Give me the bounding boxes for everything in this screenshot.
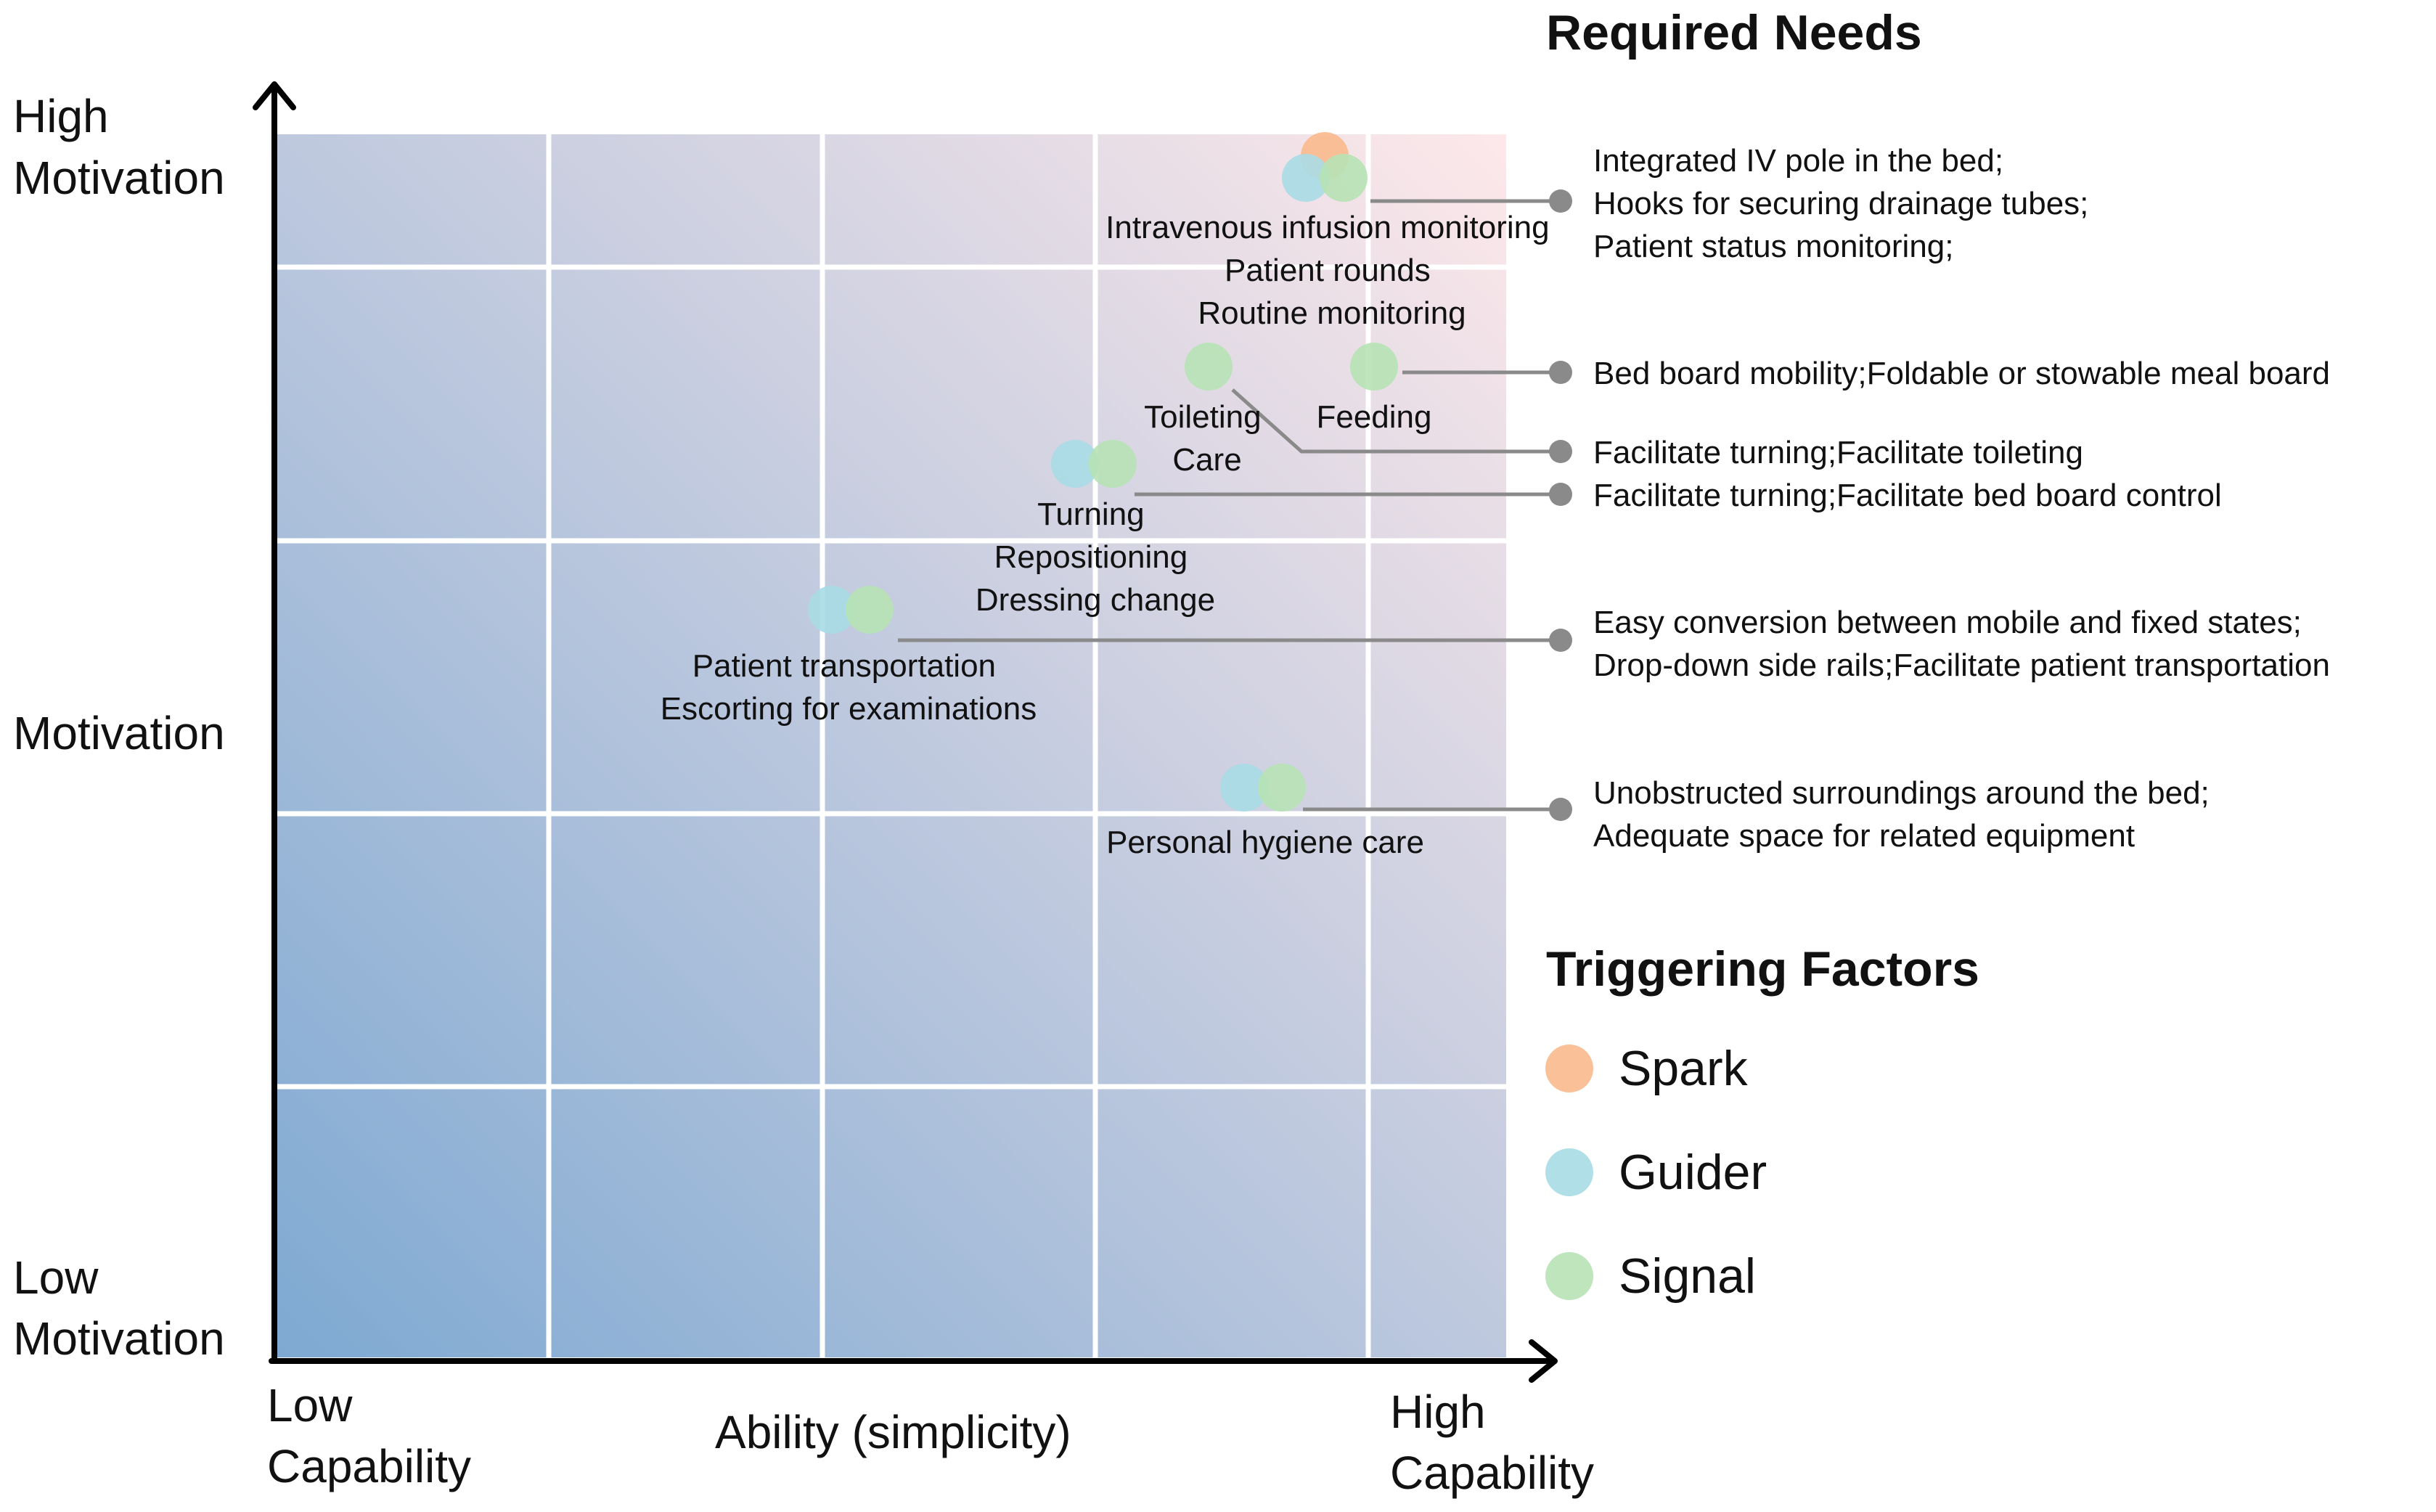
signal-dot [1350,343,1398,391]
guider-dot [1051,440,1099,488]
y-label-high: High Motivation [13,90,225,204]
need-text-feeding: Bed board mobility;Foldable or stowable … [1593,356,2330,391]
need-text-toilet: Facilitate turning;Facilitate toileting [1593,435,2083,470]
signal-dot [1185,343,1233,391]
task-label-hygiene: Personal hygiene care [1106,825,1424,860]
legend: Spark Guider Signal [1545,1041,1767,1304]
task-label-transportation: Patient transportation Escorting for exa… [661,648,1037,727]
x-axis-arrow [1529,1339,1558,1383]
legend-signal-label: Signal [1619,1249,1756,1304]
y-label-mid: Motivation [13,707,225,759]
plot-background [276,134,1506,1357]
guider-dot [1282,154,1330,202]
x-label-mid: Ability (simplicity) [715,1406,1071,1458]
leader-lines [898,199,1561,812]
legend-signal-swatch [1545,1252,1593,1300]
need-text-hygiene: Unobstructed surroundings around the bed… [1593,775,2218,854]
task-label-turning: Turning Repositioning Dressing change [976,496,1215,618]
leader-endpoint [1549,361,1572,384]
need-text-iv: Integrated IV pole in the bed; Hooks for… [1593,143,2098,264]
leader-endpoint [1549,440,1572,463]
required-needs-heading: Required Needs [1546,5,1922,60]
x-label-low: Low Capability [267,1379,471,1492]
triggering-factors-heading: Triggering Factors [1546,941,1979,997]
task-label-feeding: Feeding [1316,399,1431,435]
axes [253,81,1558,1383]
guider-dot [808,586,856,634]
x-label-high: High Capability [1390,1386,1594,1499]
factor-dots [808,132,1398,812]
grid [276,134,1506,1357]
leader-endpoint [1549,629,1572,652]
need-text-turning: Facilitate turning;Facilitate bed board … [1593,478,2222,513]
signal-dot [1320,154,1368,202]
y-label-low: Low Motivation [13,1251,225,1365]
legend-guider-label: Guider [1619,1145,1767,1200]
need-text-transport: Easy conversion between mobile and fixed… [1593,605,2330,683]
leader-endpoints [1549,189,1572,821]
signal-dot [1089,440,1137,488]
task-label-toileting: Toileting Care [1144,399,1270,478]
signal-dot [1258,764,1306,812]
legend-spark-label: Spark [1619,1041,1749,1096]
leader-line-toilet [1231,388,1561,454]
leader-endpoint [1549,483,1572,506]
signal-dot [846,586,894,634]
task-label-iv: Intravenous infusion monitoring Patient … [1105,210,1558,331]
leader-endpoint [1549,798,1572,821]
y-axis-arrow [253,81,296,110]
legend-spark-swatch [1545,1045,1593,1092]
leader-endpoint [1549,189,1572,213]
guider-dot [1220,764,1268,812]
legend-guider-swatch [1545,1148,1593,1196]
